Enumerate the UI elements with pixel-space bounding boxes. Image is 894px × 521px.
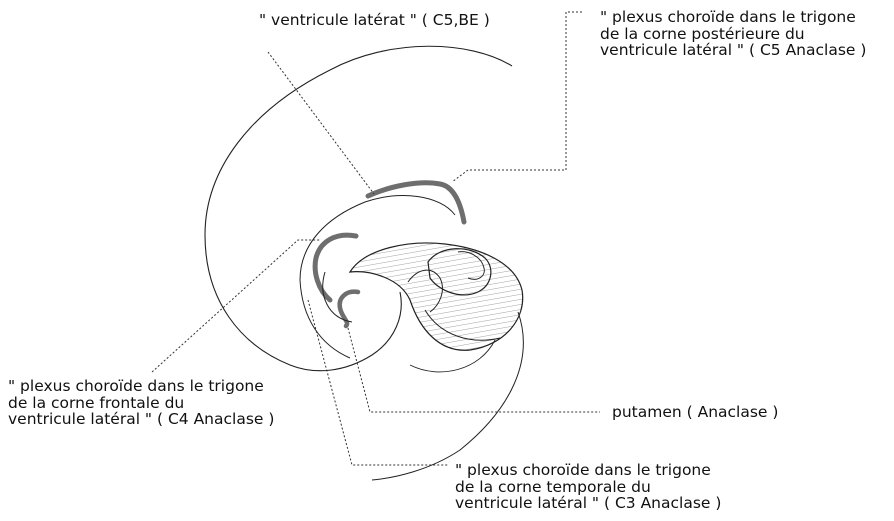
label-line: " plexus choroïde dans le trigone (455, 462, 721, 479)
label-line: " plexus choroïde dans le trigone (600, 9, 866, 26)
label-line: ventricule latéral " ( C4 Anaclase ) (8, 411, 274, 428)
label-line: de la corne postérieure du (600, 26, 866, 43)
label-plexus-corne-temporale: " plexus choroïde dans le trigone de la … (455, 462, 721, 512)
label-line: de la corne frontale du (8, 395, 274, 412)
label-line: " plexus choroïde dans le trigone (8, 378, 274, 395)
leader-posterieure (452, 12, 582, 182)
leader-frontale (152, 240, 320, 372)
label-plexus-corne-frontale: " plexus choroïde dans le trigone de la … (8, 378, 274, 428)
label-ventricule-lateral: " ventricule latérat " ( C5,BE ) (259, 12, 490, 29)
plexus-posterior (368, 183, 464, 222)
label-line: ventricule latéral " ( C3 Anaclase ) (455, 495, 721, 512)
label-line: de la corne temporale du (455, 479, 721, 496)
leader-ventricule (268, 52, 374, 194)
label-putamen: putamen ( Anaclase ) (612, 404, 778, 421)
label-line: ventricule latéral " ( C5 Anaclase ) (600, 42, 866, 59)
putamen-region (350, 243, 523, 350)
label-plexus-corne-posterieure: " plexus choroïde dans le trigone de la … (600, 9, 866, 59)
